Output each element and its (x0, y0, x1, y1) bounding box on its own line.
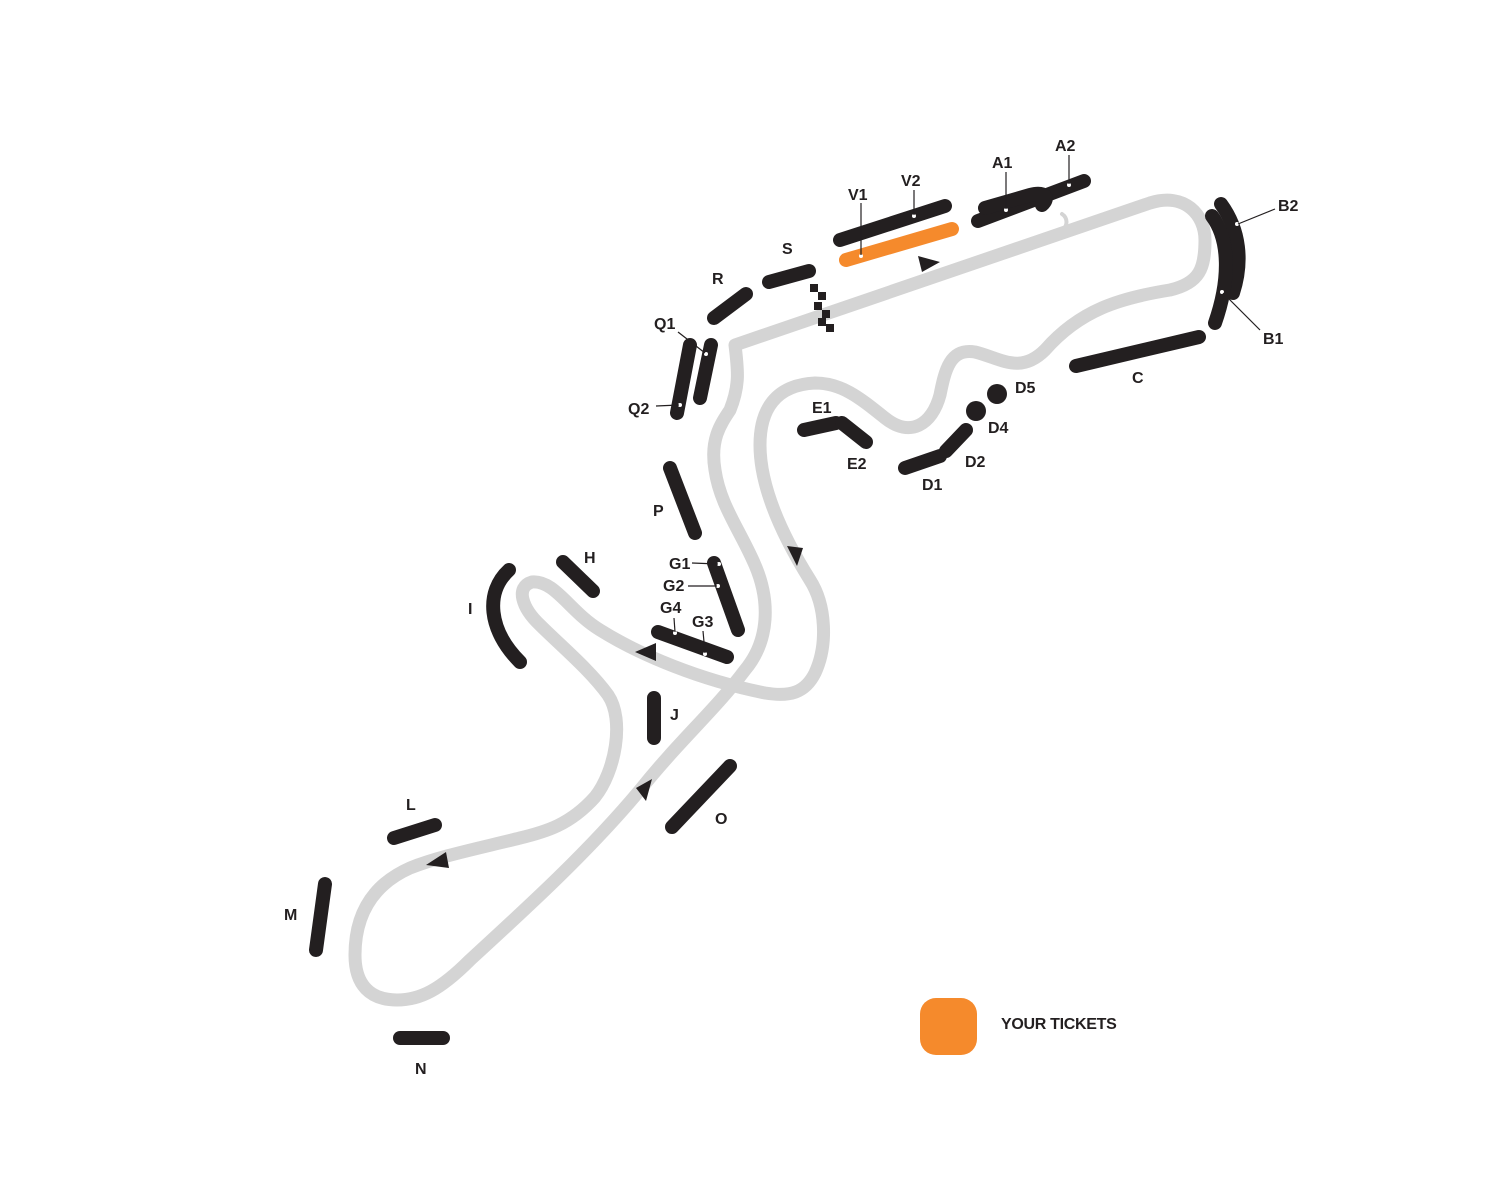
stand-H[interactable] (556, 555, 600, 598)
label-G4: G4 (660, 600, 681, 617)
label-P: P (653, 503, 664, 520)
label-N: N (415, 1061, 427, 1078)
direction-arrow-icon (918, 256, 940, 272)
pit-lane (743, 212, 1069, 347)
label-D5: D5 (1015, 380, 1036, 397)
leader-lines (655, 155, 1276, 654)
label-G2: G2 (663, 578, 684, 595)
label-D1: D1 (922, 477, 943, 494)
label-G1: G1 (669, 556, 690, 573)
direction-arrow-icon (426, 852, 449, 868)
label-J: J (670, 707, 679, 724)
stand-D1[interactable] (898, 449, 947, 475)
stand-R[interactable] (707, 287, 753, 325)
stand-C[interactable] (1069, 330, 1206, 373)
legend-your-tickets-label: YOUR TICKETS (1001, 1016, 1117, 1033)
stand-B2[interactable] (1214, 197, 1246, 300)
label-E2: E2 (847, 456, 867, 473)
stand-G1G2[interactable] (707, 556, 745, 637)
start-finish-line (810, 284, 834, 332)
label-B1: B1 (1263, 331, 1284, 348)
stand-D5[interactable] (987, 384, 1007, 404)
section-labels: V1 V2 A1 A2 B2 B1 C D5 D4 D2 D1 E1 E2 S … (284, 138, 1299, 1078)
stand-Q1[interactable] (693, 338, 718, 405)
stand-D2[interactable] (939, 423, 973, 458)
label-D2: D2 (965, 454, 986, 471)
stand-A1[interactable] (978, 186, 1053, 215)
label-C: C (1132, 370, 1144, 387)
stand-E2[interactable] (835, 416, 873, 449)
label-M: M (284, 907, 297, 924)
label-Q1: Q1 (654, 316, 675, 333)
stand-B1[interactable] (1205, 209, 1233, 330)
label-I: I (468, 601, 472, 618)
label-V1: V1 (848, 187, 868, 204)
stand-E1[interactable] (797, 416, 843, 437)
race-track (348, 193, 1212, 1007)
stand-D4[interactable] (966, 401, 986, 421)
stand-V2[interactable] (833, 199, 952, 247)
stand-S[interactable] (762, 264, 816, 289)
label-D4: D4 (988, 420, 1009, 437)
label-O: O (715, 811, 727, 828)
label-Q2: Q2 (628, 401, 649, 418)
grandstands (309, 174, 1246, 1045)
label-A1: A1 (992, 155, 1013, 172)
stand-M[interactable] (309, 877, 332, 957)
stand-P[interactable] (663, 461, 702, 540)
label-B2: B2 (1278, 198, 1299, 215)
label-A2: A2 (1055, 138, 1076, 155)
label-L: L (406, 797, 416, 814)
label-G3: G3 (692, 614, 713, 631)
stand-G3G4[interactable] (651, 625, 734, 664)
label-H: H (584, 550, 596, 567)
label-S: S (782, 241, 793, 258)
direction-arrow-icon (635, 643, 656, 661)
stand-V1[interactable] (839, 222, 959, 267)
stand-I[interactable] (486, 563, 527, 669)
direction-arrow-icon (787, 546, 803, 566)
stand-Q2[interactable] (670, 338, 697, 420)
label-V2: V2 (901, 173, 921, 190)
label-E1: E1 (812, 400, 832, 417)
direction-arrows (426, 256, 940, 868)
stand-O[interactable] (665, 759, 737, 834)
stand-L[interactable] (387, 818, 442, 845)
direction-arrow-icon (636, 779, 652, 801)
label-R: R (712, 271, 724, 288)
legend-swatch (920, 998, 977, 1055)
